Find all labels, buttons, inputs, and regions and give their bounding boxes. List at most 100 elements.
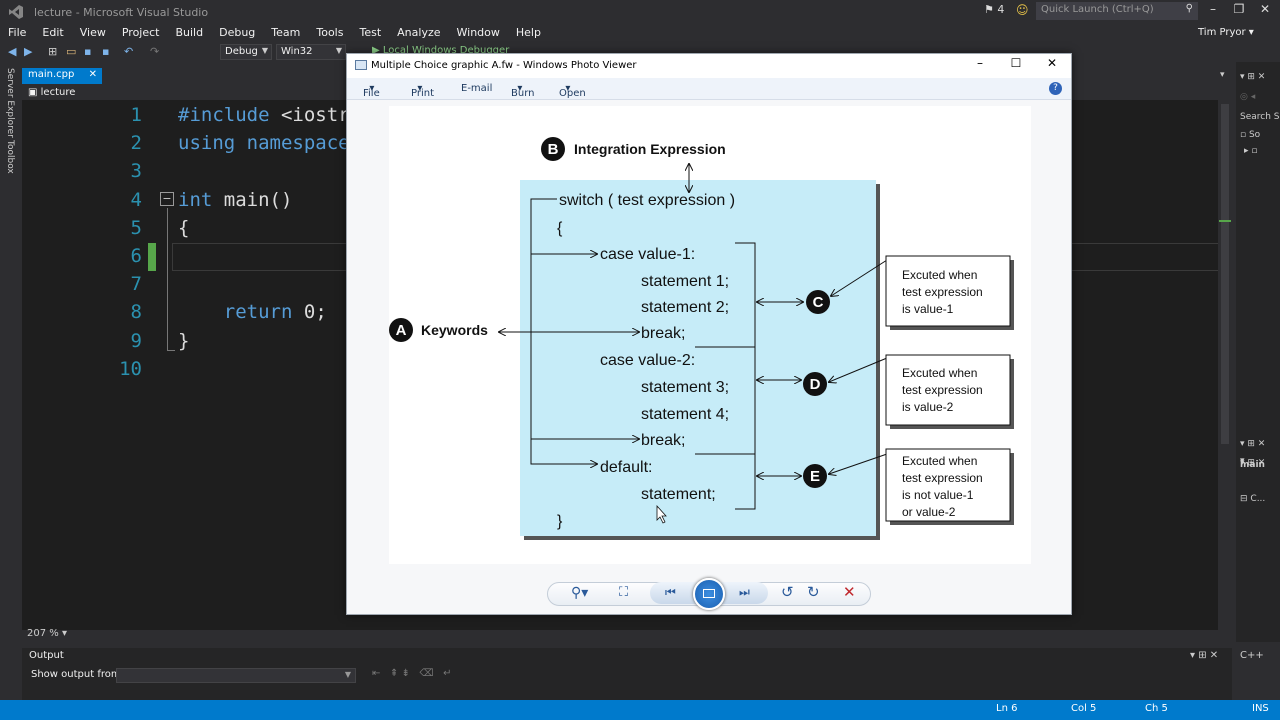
second-panel-collapse-icons[interactable]: ▾ ⊞ ✕ — [1240, 439, 1266, 449]
rotate-right-icon[interactable]: ↻ — [807, 583, 820, 601]
line-number: 1 — [130, 104, 142, 126]
minimize-icon[interactable]: – — [977, 56, 983, 70]
slideshow-icon — [703, 589, 715, 598]
new-project-icon[interactable]: ⊞ — [48, 45, 58, 58]
menu-analyze[interactable]: Analyze — [397, 26, 441, 39]
line-number: 7 — [130, 273, 142, 296]
previous-icon[interactable]: ⏮ — [665, 585, 676, 599]
code-line[interactable]: return 0; — [178, 301, 327, 323]
menu-help[interactable]: Help — [515, 26, 541, 39]
switch-statement-diagram: B Integration Expression A Keywords swit… — [389, 137, 1014, 540]
code-line[interactable]: int main() — [178, 189, 292, 211]
pv-menu-file[interactable]: File ▾ — [363, 83, 380, 99]
language-label: C++ — [1240, 650, 1264, 661]
code-line[interactable]: } — [178, 330, 189, 352]
window-title: lecture - Microsoft Visual Studio — [34, 6, 209, 19]
server-explorer-tab[interactable]: Server Explorer — [5, 68, 15, 138]
collapse-outline-icon[interactable]: − — [160, 192, 174, 206]
photo-viewer-app-icon — [355, 60, 367, 70]
menu-window[interactable]: Window — [456, 26, 500, 39]
label-e-letter: E — [810, 468, 820, 485]
undo-icon[interactable]: ↶ — [124, 45, 134, 58]
menu-build[interactable]: Build — [175, 26, 204, 39]
open-icon[interactable]: ▭ — [66, 45, 77, 58]
code-line[interactable]: { — [178, 217, 189, 239]
code-line: default: — [600, 459, 652, 476]
config-dropdown[interactable]: Debug▼ — [220, 44, 272, 60]
output-source-dropdown[interactable]: ▼ — [116, 668, 356, 683]
document-tab-main-cpp[interactable]: main.cpp ✕ — [22, 68, 102, 84]
forward-icon[interactable]: ▶ — [24, 45, 33, 58]
code-line: case value-1: — [600, 246, 695, 263]
minimize-icon[interactable]: – — [1210, 2, 1216, 16]
status-bar: Ln 6 Col 5 Ch 5 INS — [0, 700, 1280, 720]
restore-icon[interactable]: ❐ — [1233, 2, 1245, 16]
menu-view[interactable]: View — [79, 26, 106, 39]
menu-edit[interactable]: Edit — [42, 26, 64, 39]
pv-menu-burn[interactable]: Burn ▾ — [511, 83, 535, 99]
chevron-down-icon: ▼ — [261, 46, 268, 55]
menu-project[interactable]: Project — [121, 26, 160, 39]
output-panel-controls-icon[interactable]: ▾ ⊞ ✕ — [1190, 650, 1219, 661]
start-debugger-button[interactable]: ▶ Local Windows Debugger — [372, 45, 510, 56]
editor-vertical-scrollbar[interactable] — [1218, 100, 1232, 630]
delete-icon[interactable]: ✕ — [843, 583, 856, 601]
solution-search-label[interactable]: Search S — [1240, 112, 1280, 122]
menu-test[interactable]: Test — [359, 26, 382, 39]
menu-file[interactable]: File — [8, 26, 27, 39]
photo-viewer-title-bar[interactable]: Multiple Choice graphic A.fw - Windows P… — [347, 54, 1071, 78]
second-panel-header-icons[interactable]: ▾ ⊞ ✕ — [1240, 458, 1266, 468]
pv-menu-open[interactable]: Open ▾ — [559, 83, 586, 99]
line-number: 8 — [130, 301, 142, 324]
zoom-level-dropdown[interactable]: 207 % ▾ — [27, 628, 67, 639]
pv-menu-print[interactable]: Print ▾ — [411, 83, 435, 99]
menu-tools[interactable]: Tools — [316, 26, 344, 39]
project-item[interactable]: ▸ ▫ — [1244, 146, 1258, 156]
code-token: < — [280, 104, 293, 126]
class-view-item[interactable]: ⊟ C... — [1240, 494, 1266, 504]
zoom-icon[interactable]: ⚲▾ — [571, 585, 589, 601]
code-token — [235, 132, 246, 154]
menu-team[interactable]: Team — [271, 26, 301, 39]
output-toolbar-icons[interactable]: ⇤ ⇞ ⇟ ⌫ ↵ — [372, 668, 452, 679]
feedback-smiley-icon[interactable]: ☺ — [1016, 3, 1029, 17]
code-line: break; — [641, 325, 685, 342]
scrollbar-thumb[interactable] — [1221, 104, 1229, 444]
panel-pin-icon[interactable]: ▾ ⊞ ✕ — [1240, 72, 1266, 82]
back-icon[interactable]: ◀ — [8, 45, 17, 58]
save-all-icon[interactable]: ▪ — [102, 45, 110, 58]
code-token: } — [178, 329, 190, 352]
pv-menu-email[interactable]: E-mail — [461, 83, 493, 94]
solution-item[interactable]: ▫ So — [1240, 130, 1261, 140]
notification-flag-icon[interactable]: ⚑ 4 — [984, 3, 1005, 16]
rotate-left-icon[interactable]: ↺ — [781, 583, 794, 601]
class-view-label[interactable]: main — [1240, 460, 1265, 470]
second-panel-pin-icon[interactable]: ▾ — [1240, 456, 1245, 466]
desc-box-3-line: test expression — [902, 471, 983, 485]
solution-explorer-panel: ▾ ⊞ ✕ ◎ ◂ Search S ▫ So ▸ ▫ ▾ ⊞ ✕ ▾ ⊞ ✕ … — [1236, 62, 1280, 642]
close-tab-icon[interactable]: ✕ — [88, 69, 97, 80]
output-panel: Output ▾ ⊞ ✕ Show output from: ▼ ⇤ ⇞ ⇟ ⌫… — [22, 648, 1232, 700]
toolbar: ◀ ▶ ⊞ ▭ ▪ ▪ ↶ ↷ Debug▼ Win32▼ ▶ Local Wi… — [0, 42, 1280, 62]
maximize-icon[interactable]: ☐ — [1010, 56, 1022, 70]
desc-box-3-line: or value-2 — [902, 505, 956, 519]
help-icon[interactable]: ? — [1049, 82, 1062, 95]
close-icon[interactable]: ✕ — [1046, 56, 1058, 70]
close-icon[interactable]: ✕ — [1259, 2, 1271, 16]
redo-icon[interactable]: ↷ — [150, 45, 160, 58]
menu-debug[interactable]: Debug — [219, 26, 256, 39]
photo-viewer-window[interactable]: Multiple Choice graphic A.fw - Windows P… — [346, 53, 1072, 615]
quick-launch-input[interactable]: Quick Launch (Ctrl+Q) ⚲ — [1036, 2, 1198, 20]
next-icon[interactable]: ⏭ — [739, 585, 750, 599]
line-number: 3 — [130, 160, 142, 183]
panel-home-icon[interactable]: ◎ ◂ — [1240, 92, 1256, 102]
platform-dropdown[interactable]: Win32▼ — [276, 44, 346, 60]
slideshow-button[interactable] — [693, 578, 725, 610]
save-icon[interactable]: ▪ — [84, 45, 92, 58]
toolbox-tab[interactable]: Toolbox — [5, 140, 15, 174]
tab-overflow-icon[interactable]: ▾ — [1220, 70, 1225, 80]
actual-size-icon[interactable]: ⛶ — [619, 585, 629, 600]
user-name[interactable]: Tim Pryor ▾ — [1198, 27, 1254, 38]
side-tool-strip: Server Explorer Toolbox — [0, 62, 22, 642]
project-scope-dropdown[interactable]: ▣ lecture — [28, 87, 76, 98]
